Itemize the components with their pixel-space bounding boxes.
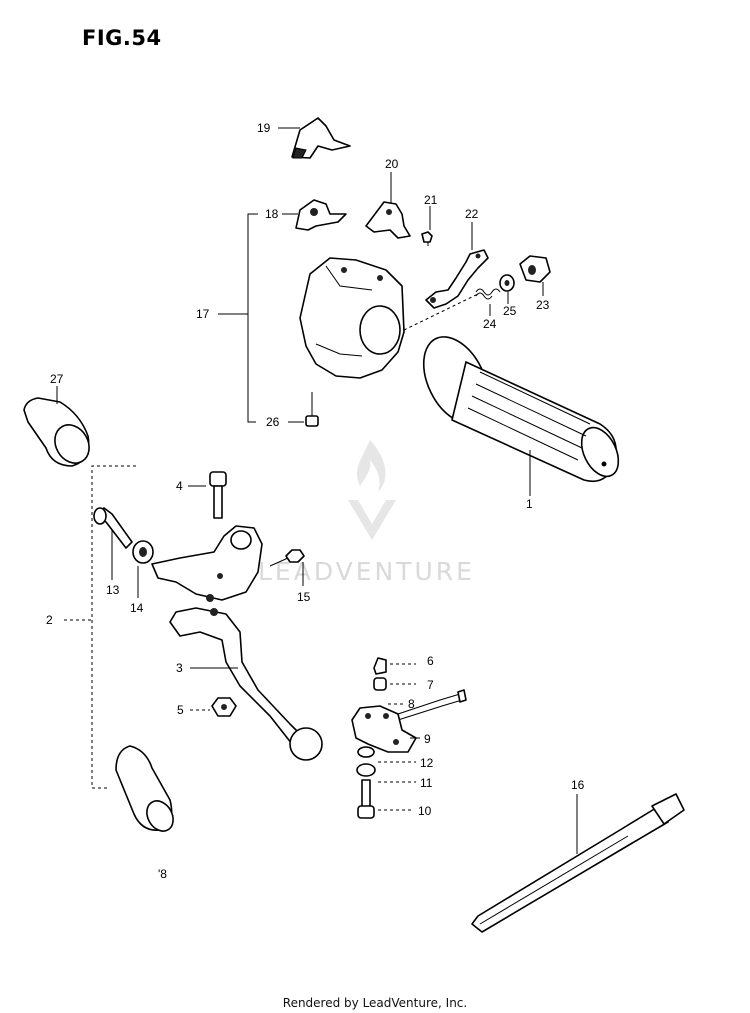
part-15-screw [269, 549, 305, 567]
part-8-cable [397, 689, 467, 721]
callout-26: 26 [266, 415, 280, 429]
footer-credit: Rendered by LeadVenture, Inc. [282, 996, 468, 1010]
stray-mark: '8 [158, 867, 167, 881]
bracket-2 [91, 465, 136, 789]
callout-3: 3 [176, 661, 183, 675]
callout-22: 22 [465, 207, 479, 221]
callout-18: 18 [265, 207, 279, 221]
callout-11: 11 [420, 776, 433, 790]
callout-7: 7 [427, 678, 434, 692]
figure-title: FIG.54 [82, 26, 162, 50]
part-24-spring [475, 288, 501, 300]
callout-27: 27 [50, 372, 64, 386]
callout-2: 2 [46, 613, 53, 627]
part-7-cap [373, 677, 387, 691]
part-18-switch [295, 199, 347, 231]
callout-13: 13 [106, 583, 120, 597]
part-4-bolt [209, 471, 227, 519]
assembly-line-17 [403, 293, 479, 331]
part-2-lever-cover [115, 745, 174, 832]
callout-24: 24 [483, 317, 497, 331]
part-5-nut [211, 697, 237, 717]
callout-17: 17 [196, 307, 210, 321]
part-19-switch-cover [291, 117, 351, 159]
callout-19: 19 [257, 121, 271, 135]
part-22-bracket [425, 249, 489, 309]
callout-23: 23 [536, 298, 550, 312]
callout-15: 15 [297, 590, 311, 604]
callout-4: 4 [176, 479, 183, 493]
part-12-washer [357, 746, 375, 758]
callout-12: 12 [420, 756, 434, 770]
part-10-screw [357, 779, 375, 819]
part-21-screw [421, 231, 433, 246]
callout-9: 9 [424, 732, 431, 746]
part-11-washer [356, 763, 376, 777]
callout-8: 8 [408, 697, 415, 711]
part-6-cap [373, 657, 387, 675]
part-13-bolt [93, 507, 133, 549]
part-9-switch-block [351, 705, 417, 753]
part-1-grip [422, 336, 620, 483]
part-25-washer [499, 274, 515, 292]
callout-14: 14 [130, 601, 144, 615]
callout-21: 21 [424, 193, 438, 207]
callout-20: 20 [385, 157, 399, 171]
callout-10: 10 [418, 804, 432, 818]
callout-16: 16 [571, 778, 585, 792]
part-27-lever-cover [23, 397, 90, 467]
part-17-switch-housing [299, 257, 405, 379]
part-14-washer [132, 540, 154, 564]
callout-25: 25 [503, 304, 517, 318]
bracket-17 [247, 213, 258, 423]
watermark-logo [348, 440, 396, 540]
part-16-cable-tie [471, 793, 685, 933]
part-26-screw [305, 392, 319, 427]
part-3-lever [169, 607, 323, 761]
part-20-switch-knob [365, 201, 411, 239]
callout-6: 6 [427, 654, 434, 668]
lever-holder [151, 525, 263, 602]
callout-5: 5 [177, 703, 184, 717]
part-23-nut [519, 255, 551, 283]
callout-1: 1 [526, 497, 533, 511]
